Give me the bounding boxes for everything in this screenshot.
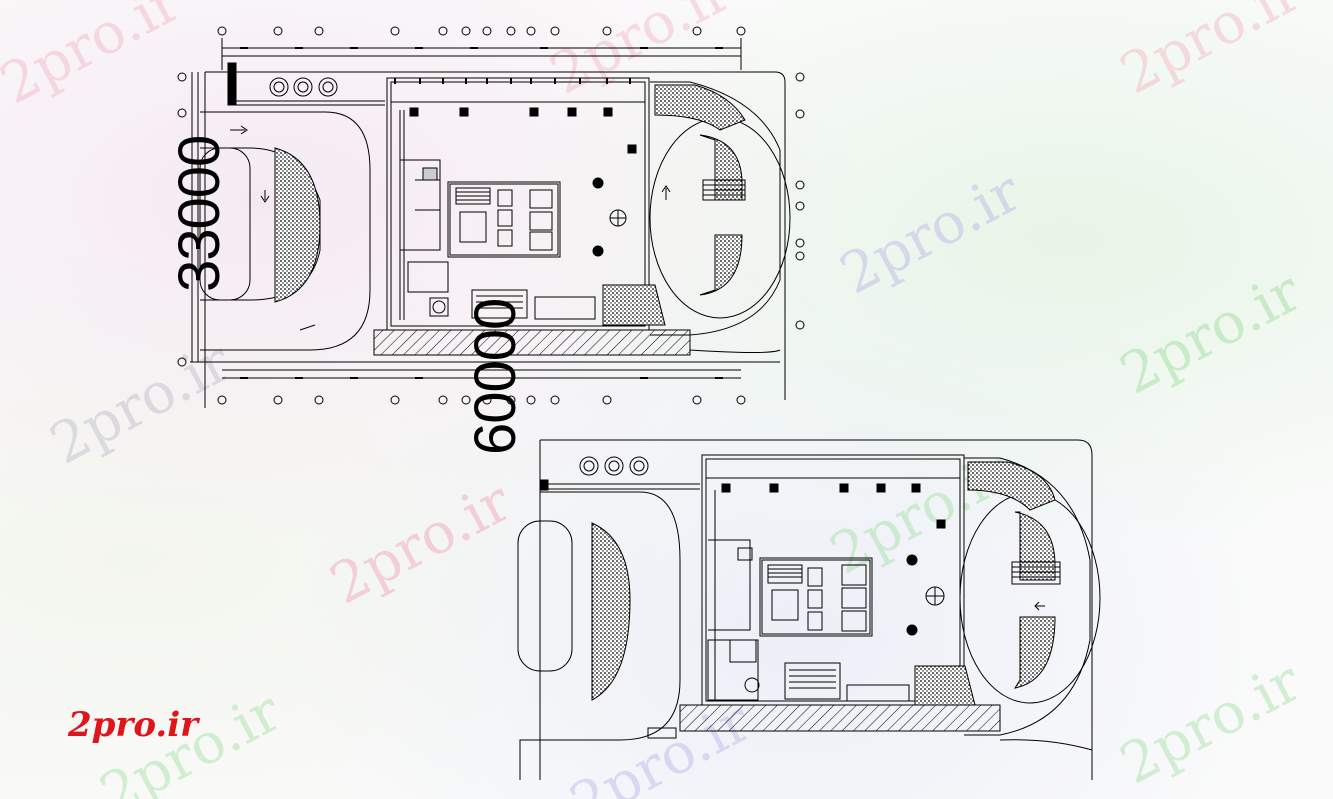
grid-bubbles-top — [217, 26, 746, 36]
vertical-dimension-label: 33000 — [167, 135, 232, 292]
brand-logo[interactable]: 2pro.ir — [68, 705, 199, 745]
horizontal-dimension-label: 60000 — [463, 298, 528, 455]
bottom-floor-plan — [517, 439, 1101, 780]
top-floor-plan — [177, 26, 805, 408]
